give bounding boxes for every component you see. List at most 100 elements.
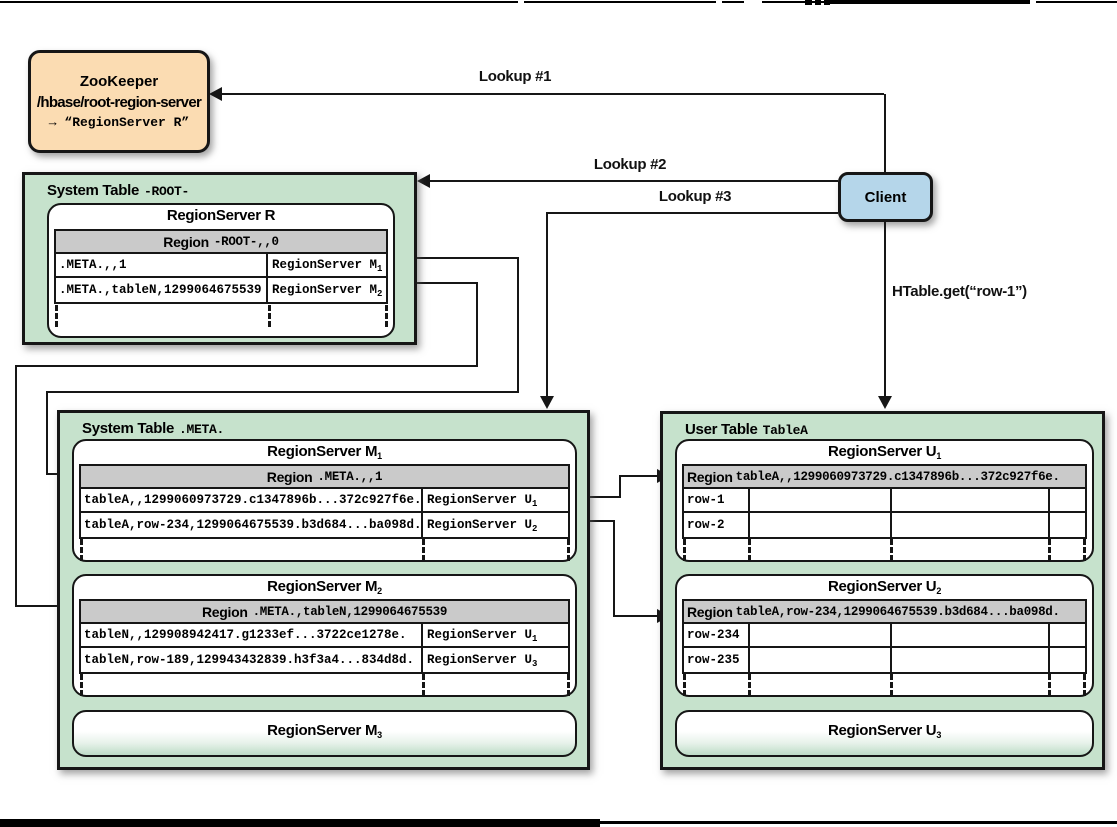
regionserver-m3-title: RegionServer M3: [267, 722, 382, 740]
root-to-m2-line: [15, 365, 478, 367]
regionserver-r-title: RegionServer R: [166, 207, 276, 224]
regionserver-u1-title: RegionServer U1: [827, 443, 942, 461]
empty-cell: [892, 648, 1050, 672]
user-table-title: User Table TableA: [685, 421, 808, 438]
row-server: RegionServer U2: [421, 513, 568, 537]
meta-table-title-text: System Table: [82, 420, 174, 437]
root-to-m1-line: [46, 391, 48, 475]
row-server: RegionServer M2: [266, 278, 386, 302]
root-to-m2-line: [15, 365, 17, 607]
table-row: row-234: [684, 624, 1085, 648]
empty-cell: [750, 648, 892, 672]
htable-get-line: [884, 222, 886, 396]
meta-table-name: .META.: [179, 422, 225, 437]
top-border-segment: [0, 1, 518, 3]
meta-to-u2-line: [613, 520, 615, 617]
table-row: tableA,,1299060973729.c1347896b...372c92…: [81, 489, 568, 513]
meta-to-u2-line: [587, 520, 615, 522]
continuation-dots: [682, 539, 1087, 561]
empty-cell: [750, 489, 892, 511]
region-name: .META.,tableN,1299064675539: [252, 604, 448, 619]
regionserver-m3-box: RegionServer M3: [72, 710, 577, 757]
region-name: tableA,,1299060973729.c1347896b...372c92…: [735, 469, 1060, 484]
row-key: tableA,,1299060973729.c1347896b...372c92…: [84, 493, 421, 507]
region-name: -ROOT-,,0: [213, 234, 279, 249]
u2-region-header: Region tableA,row-234,1299064675539.b3d6…: [684, 601, 1085, 624]
m2-region-table: Region .META.,tableN,1299064675539 table…: [79, 599, 570, 674]
lookup3-label: Lookup #3: [658, 188, 732, 205]
row-server: RegionServer U1: [421, 624, 568, 646]
table-row: .META.,,1 RegionServer M1: [56, 254, 386, 278]
user-table-name: TableA: [762, 423, 808, 438]
regionserver-m1-box: RegionServer M1 Region .META.,,1 tableA,…: [72, 439, 577, 562]
top-border-segment: [722, 1, 744, 3]
m1-region-table: Region .META.,,1 tableA,,1299060973729.c…: [79, 464, 570, 539]
region-label: Region: [163, 233, 209, 250]
zookeeper-title: ZooKeeper: [79, 73, 159, 90]
root-table-title-text: System Table: [47, 182, 139, 199]
empty-cell: [750, 624, 892, 646]
empty-cell: [1050, 513, 1085, 537]
lookup1-line: [884, 94, 886, 172]
lookup1-label: Lookup #1: [478, 68, 552, 85]
row-key: tableN,,129908942417.g1233ef...3722ce127…: [84, 628, 407, 642]
lookup3-arrowhead: [540, 396, 554, 409]
empty-cell: [892, 624, 1050, 646]
htable-get-label: HTable.get(“row-1”): [892, 283, 1027, 300]
continuation-dots: [54, 305, 388, 327]
user-table-title-text: User Table: [685, 421, 758, 438]
table-row: row-1: [684, 489, 1085, 513]
top-border-segment: [1036, 1, 1117, 3]
row-key: tableA,row-234,1299064675539.b3d684...ba…: [84, 518, 421, 532]
lookup1-arrowhead: [209, 87, 222, 101]
regionserver-m2-title: RegionServer M2: [267, 578, 382, 596]
empty-cell: [892, 489, 1050, 511]
zookeeper-regionserver-value: “RegionServer R”: [64, 115, 190, 130]
row-key: row-2: [684, 513, 750, 537]
regionserver-m1-title: RegionServer M1: [267, 443, 382, 461]
top-border-mark: [824, 0, 830, 5]
empty-cell: [892, 513, 1050, 537]
regionserver-u1-box: RegionServer U1 Region tableA,,129906097…: [675, 439, 1094, 562]
u1-region-table: Region tableA,,1299060973729.c1347896b..…: [682, 464, 1087, 539]
empty-cell: [750, 513, 892, 537]
meta-to-u1-line: [619, 475, 659, 477]
table-row: row-235: [684, 648, 1085, 672]
empty-cell: [1050, 648, 1085, 672]
continuation-dots: [79, 539, 570, 561]
region-label: Region: [266, 468, 313, 485]
row-key: row-235: [684, 648, 750, 672]
row-server: RegionServer U3: [421, 648, 568, 672]
regionserver-u2-box: RegionServer U2 Region tableA,row-234,12…: [675, 574, 1094, 697]
lookup2-label: Lookup #2: [593, 156, 667, 173]
row-key: row-234: [684, 624, 750, 646]
root-to-m2-line: [417, 282, 478, 284]
m2-region-header: Region .META.,tableN,1299064675539: [81, 601, 568, 624]
u2-region-table: Region tableA,row-234,1299064675539.b3d6…: [682, 599, 1087, 674]
bottom-border-line: [600, 821, 1117, 824]
bottom-border-bar: [0, 819, 600, 827]
row-server: RegionServer M1: [266, 254, 386, 276]
top-border-segment: [830, 0, 1030, 4]
root-to-m1-line: [517, 257, 519, 393]
zookeeper-node: ZooKeeper /hbase/root-region-server → “R…: [28, 50, 210, 153]
root-table-name: -ROOT-: [144, 184, 190, 199]
meta-table-title: System Table .META.: [82, 420, 224, 437]
zookeeper-value: → “RegionServer R”: [49, 115, 189, 130]
table-row: row-2: [684, 513, 1085, 537]
region-label: Region: [687, 468, 733, 485]
lookup1-line: [222, 93, 884, 95]
root-region-table: Region -ROOT-,,0 .META.,,1 RegionServer …: [54, 229, 388, 304]
lookup3-line: [546, 212, 838, 214]
empty-cell: [1050, 489, 1085, 511]
region-label: Region: [201, 603, 248, 620]
row-key: tableN,row-189,129943432839.h3f3a4...834…: [84, 653, 415, 667]
meta-to-u1-line: [587, 496, 621, 498]
meta-to-u1-line: [619, 475, 621, 498]
root-to-m1-line: [46, 391, 519, 393]
root-table-box: System Table -ROOT- RegionServer R Region…: [22, 172, 417, 345]
top-border-segment: [524, 1, 716, 3]
lookup3-line: [546, 212, 548, 396]
meta-table-box: System Table .META. RegionServer M1 Regio…: [57, 410, 590, 770]
